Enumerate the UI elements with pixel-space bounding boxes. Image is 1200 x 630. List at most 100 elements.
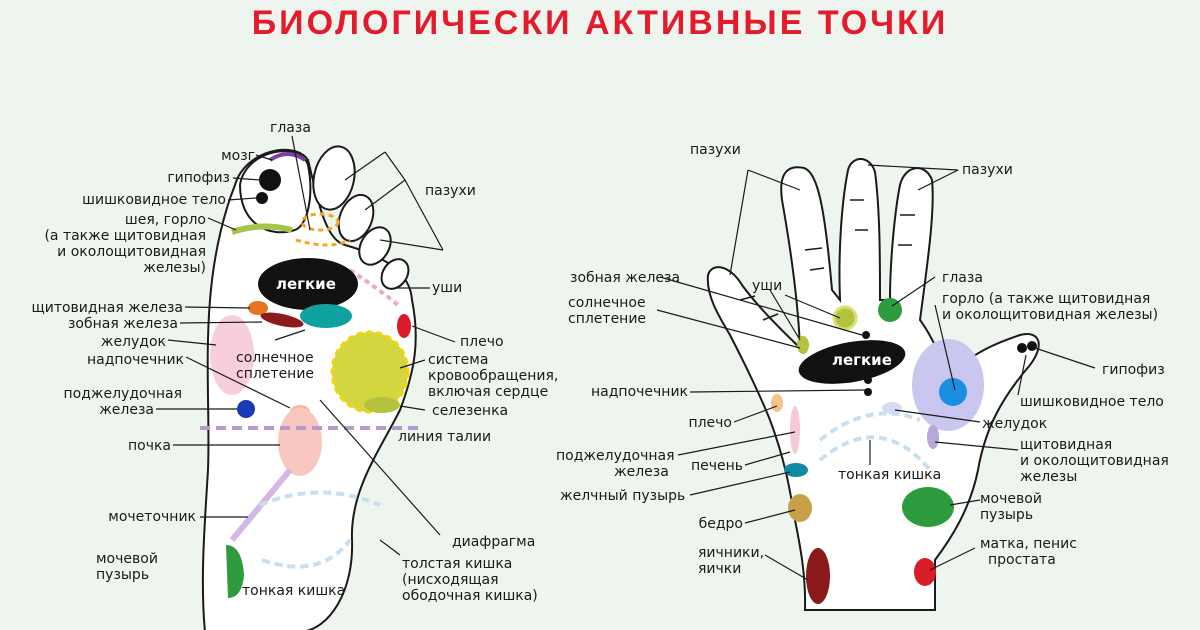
liver-zone-hand <box>790 406 800 454</box>
pancreas-zone-foot <box>237 400 255 418</box>
foot-label-waistline: линия талии <box>398 429 492 445</box>
eyes-zone-foot <box>300 212 340 232</box>
intestine-zone-foot <box>259 490 381 569</box>
hand-label-ovaries-1: яичники, <box>698 545 765 561</box>
heart-zone <box>330 330 410 414</box>
hand-label-small-intestine: тонкая кишка <box>838 467 942 483</box>
hand-label-throat-2: и околощитовидная железы) <box>942 307 1159 323</box>
intestine-zone-hand <box>818 411 932 472</box>
hand-label-thyroid-2: и околощитовидная <box>1020 453 1169 469</box>
foot-label-ureter: мочеточник <box>108 509 196 525</box>
foot-label-small-intestine: тонкая кишка <box>242 583 346 599</box>
foot-label-neck-1: шея, горло <box>124 212 206 228</box>
hand-label-adrenal: надпочечник <box>591 384 688 400</box>
adrenal-zone-hand-2 <box>864 388 872 396</box>
sinus-zone-foot <box>295 238 351 247</box>
foot-label-pancreas-2: железа <box>99 402 154 418</box>
thyroid-zone-hand <box>927 425 939 449</box>
foot-label-thyroid: щитовидная железа <box>31 300 183 316</box>
foot-label-circulation-1: система <box>428 352 489 368</box>
pineal-zone <box>256 192 268 204</box>
foot-label-kidney: почка <box>127 438 171 454</box>
brain-zone <box>268 152 307 162</box>
thymus-zone-hand <box>862 331 870 339</box>
foot-label-brain: мозг <box>221 148 255 164</box>
hand-label-uterus-1: матка, пенис <box>980 536 1077 552</box>
spleen-zone <box>364 397 400 413</box>
hand-label-sinuses-right: пазухи <box>962 162 1013 178</box>
lungs-label-hand: легкие <box>832 351 892 369</box>
hand-label-gallbladder: желчный пузырь <box>560 488 686 504</box>
toe-5 <box>380 258 410 290</box>
hand-illustration <box>656 158 1096 611</box>
toe-3 <box>337 193 375 243</box>
hand-label-thyroid-3: железы <box>1020 469 1078 485</box>
foot-label-pineal: шишковидное тело <box>82 192 226 208</box>
foot-label-bladder-2: пузырь <box>96 567 150 583</box>
bladder-zone-foot <box>226 545 244 598</box>
foot-label-neck-3: и околощитовидная <box>57 244 206 260</box>
foot-illustration <box>156 135 456 630</box>
hand-label-stomach: желудок <box>982 416 1048 432</box>
foot-label-adrenal: надпочечник <box>87 352 184 368</box>
hand-label-sinuses-left: пазухи <box>690 142 741 158</box>
neck-zone <box>231 223 293 235</box>
ears-zone-hand <box>832 305 858 331</box>
ears-zone <box>348 268 400 307</box>
hand-label-uterus-2: простата <box>988 552 1056 568</box>
shoulder-zone-foot <box>397 314 411 338</box>
foot-label-neck-4: железы) <box>143 260 206 276</box>
foot-label-colon-3: ободочная кишка) <box>402 588 538 604</box>
foot-label-eyes: глаза <box>270 120 311 136</box>
toe-4 <box>358 226 392 266</box>
hand-label-ovaries-2: яички <box>698 561 742 577</box>
hand-label-eyes: глаза <box>942 270 983 286</box>
hand-label-solar-plexus-2: сплетение <box>568 311 647 327</box>
hand-outline <box>706 158 1040 611</box>
foot-label-colon-1: толстая кишка <box>402 556 513 572</box>
hand-label-thyroid-1: щитовидная <box>1020 437 1113 453</box>
bladder-zone-hand <box>902 487 954 527</box>
throat-core-hand <box>939 378 967 406</box>
lungs-label-foot: легкие <box>276 275 336 293</box>
hand-label-pancreas-1: поджелудочная <box>556 448 675 464</box>
uterus-zone-hand <box>914 558 936 586</box>
stomach-zone-hand <box>882 402 902 414</box>
hand-label-shoulder: плечо <box>688 415 732 431</box>
foot-leader-lines <box>156 135 456 556</box>
thyroid-zone-foot <box>248 301 268 315</box>
foot-label-neck-2: (а также щитовидная <box>44 228 206 244</box>
foot-label-pituitary: гипофиз <box>167 170 230 186</box>
stomach-zone-foot <box>210 315 254 395</box>
hand-label-pituitary: гипофиз <box>1102 362 1165 378</box>
hand-label-ears: уши <box>752 278 783 294</box>
page-title: БИОЛОГИЧЕСКИ АКТИВНЫЕ ТОЧКИ <box>251 4 949 42</box>
shoulder-zone-hand <box>771 394 783 412</box>
foot-label-solar-plexus-2: сплетение <box>236 366 315 382</box>
hand-leader-lines <box>656 164 1096 581</box>
hand-label-pineal: шишковидное тело <box>1020 394 1164 410</box>
foot-label-diaphragm: диафрагма <box>452 534 536 550</box>
foot-label-solar-plexus-1: солнечное <box>236 350 314 366</box>
foot-label-sinuses: пазухи <box>425 183 476 199</box>
foot-label-bladder-1: мочевой <box>96 551 158 567</box>
foot-label-spleen: селезенка <box>432 403 509 419</box>
hand-label-thymus: зобная железа <box>570 270 681 286</box>
pineal-zone-hand <box>1027 341 1037 351</box>
pituitary-zone-hand <box>1017 343 1027 353</box>
foot-label-shoulder: плечо <box>460 334 504 350</box>
solar-plexus-zone-hand <box>797 336 809 354</box>
ovaries-zone-hand <box>806 548 830 604</box>
pituitary-zone <box>259 169 281 191</box>
kidney-zone-foot <box>278 408 322 476</box>
solar-plexus-zone-foot <box>300 304 352 328</box>
foot-label-circulation-2: кровообращения, <box>428 368 559 384</box>
foot-label-colon-2: (нисходящая <box>402 572 499 588</box>
adrenal-zone-hand <box>864 376 872 384</box>
foot-label-pancreas-1: поджелудочная <box>63 386 182 402</box>
hand-label-liver: печень <box>690 458 743 474</box>
hand-label-bladder-1: мочевой <box>980 491 1042 507</box>
hand-label-throat-1: горло (а также щитовидная <box>942 291 1151 307</box>
foot-label-stomach: желудок <box>100 334 166 350</box>
